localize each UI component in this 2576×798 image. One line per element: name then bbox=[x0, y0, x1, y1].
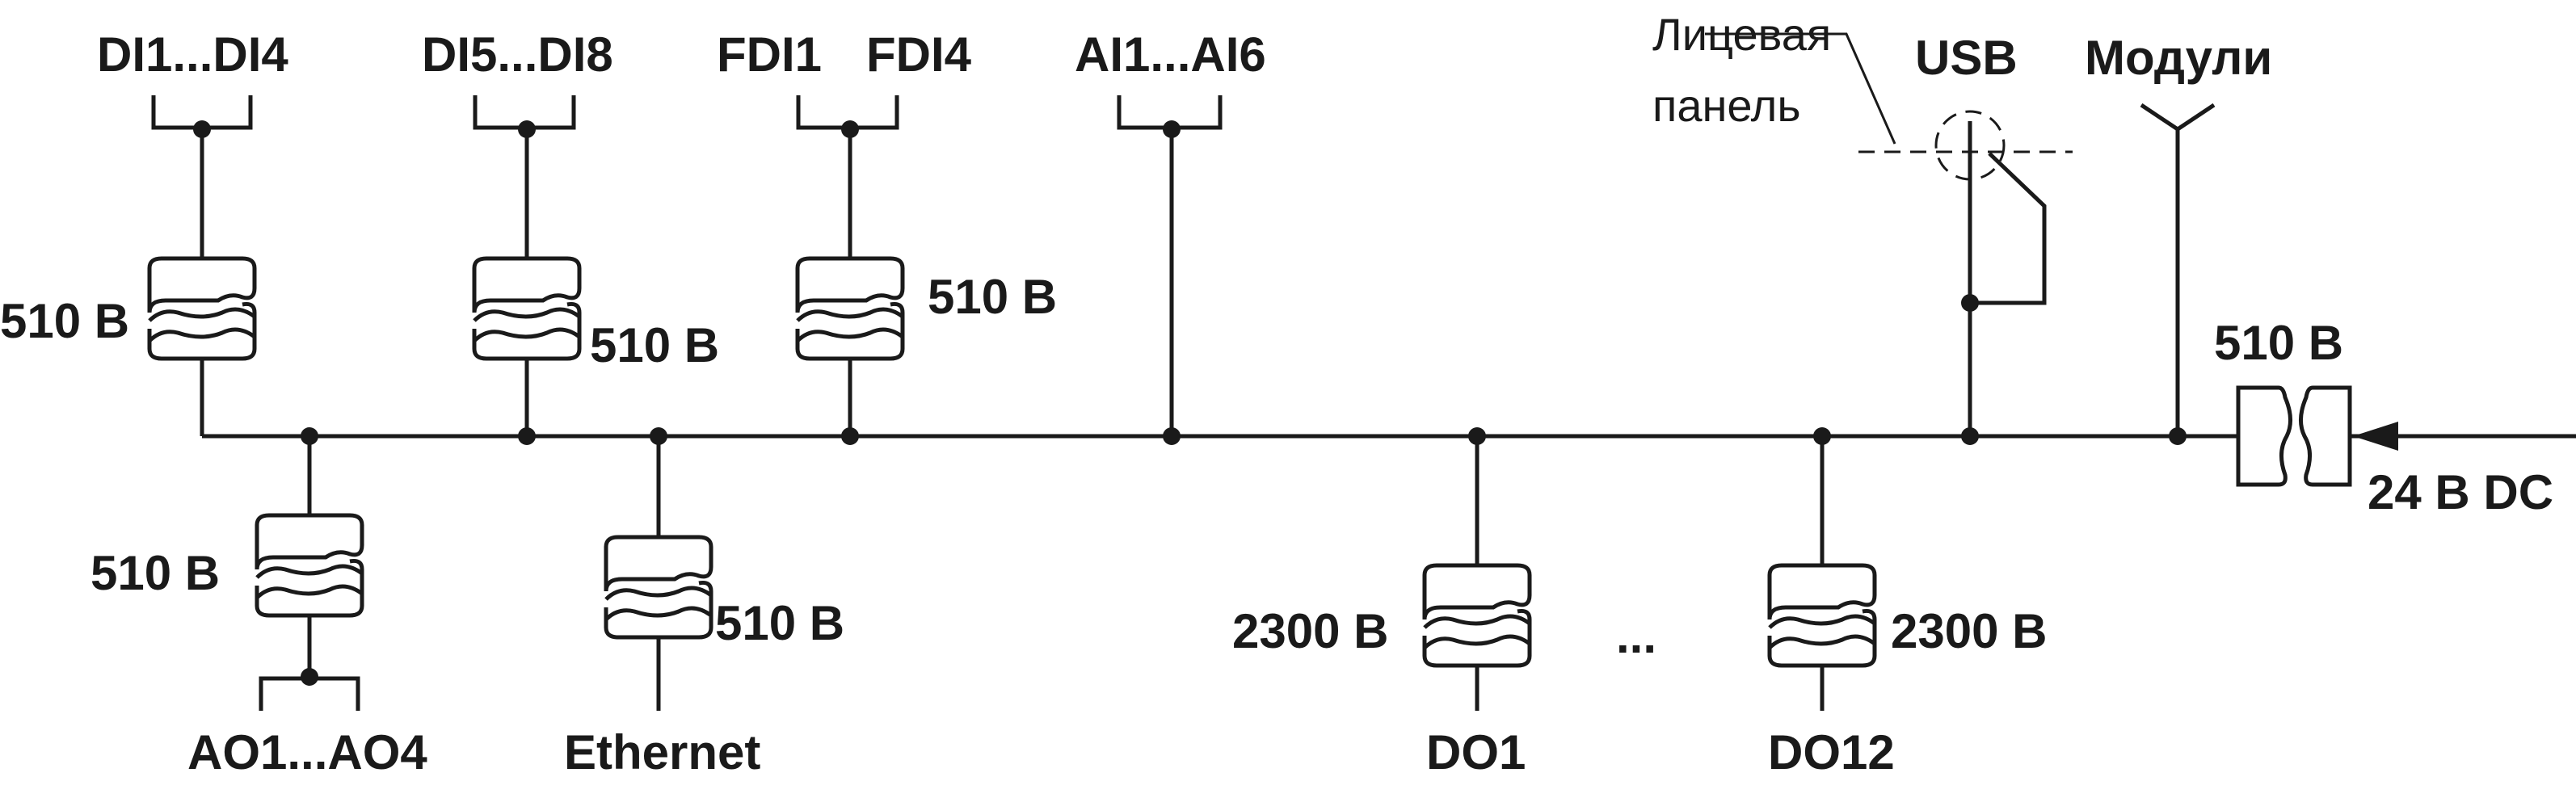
fdi-branch bbox=[798, 95, 903, 445]
isolation-ethernet: 510 В bbox=[715, 596, 844, 650]
label-di1-di4: DI1...DI4 bbox=[97, 27, 288, 82]
power-input bbox=[2236, 385, 2576, 487]
usb-branch bbox=[1705, 32, 2073, 445]
isolation-barrier-fdi bbox=[798, 258, 903, 359]
isolation-di5-di8: 510 В bbox=[590, 318, 719, 372]
front-panel-label-line2: панель bbox=[1652, 80, 1801, 131]
label-fdi4: FDI4 bbox=[866, 27, 972, 82]
label-ethernet: Ethernet bbox=[564, 725, 760, 779]
label-fdi1: FDI1 bbox=[717, 27, 822, 82]
isolation-barrier-power bbox=[2236, 385, 2352, 487]
isolation-do12: 2300 В bbox=[1891, 604, 2047, 658]
junction-dot bbox=[193, 120, 211, 138]
label-supply: 24 В DC bbox=[2368, 465, 2553, 519]
ellipsis: ... bbox=[1616, 609, 1656, 663]
isolation-ao: 510 В bbox=[90, 546, 220, 600]
do12-branch bbox=[1770, 427, 1875, 711]
label-usb: USB bbox=[1915, 31, 2018, 85]
di1-di4-branch bbox=[149, 95, 255, 436]
isolation-barrier-ao bbox=[257, 515, 362, 615]
label-do1: DO1 bbox=[1426, 725, 1526, 779]
isolation-power: 510 В bbox=[2214, 316, 2343, 370]
isolation-barrier-ethernet bbox=[606, 537, 711, 637]
ai1-ai6-branch bbox=[1117, 95, 1223, 445]
isolation-barrier-do1 bbox=[1425, 565, 1530, 666]
isolation-fdi: 510 В bbox=[928, 270, 1057, 324]
di5-di8-branch bbox=[474, 95, 579, 445]
label-modules: Модули bbox=[2085, 31, 2272, 85]
power-arrow bbox=[2353, 422, 2398, 451]
modules-branch bbox=[2140, 103, 2216, 445]
isolation-do1: 2300 В bbox=[1232, 604, 1388, 658]
front-panel-label-line1: Лицевая bbox=[1652, 9, 1831, 60]
isolation-barrier-di5-di8 bbox=[474, 258, 579, 359]
isolation-barrier-do12 bbox=[1770, 565, 1875, 666]
isolation-di1-di4: 510 В bbox=[0, 294, 129, 348]
label-ao1-ao4: AO1...AO4 bbox=[187, 725, 427, 779]
ethernet-branch bbox=[606, 427, 711, 711]
do1-branch bbox=[1425, 427, 1530, 711]
label-do12: DO12 bbox=[1768, 725, 1895, 779]
ao1-ao4-branch bbox=[257, 427, 362, 711]
label-ai1-ai6: AI1...AI6 bbox=[1075, 27, 1266, 82]
isolation-barrier-di1-di4 bbox=[149, 258, 255, 359]
label-di5-di8: DI5...DI8 bbox=[422, 27, 613, 82]
